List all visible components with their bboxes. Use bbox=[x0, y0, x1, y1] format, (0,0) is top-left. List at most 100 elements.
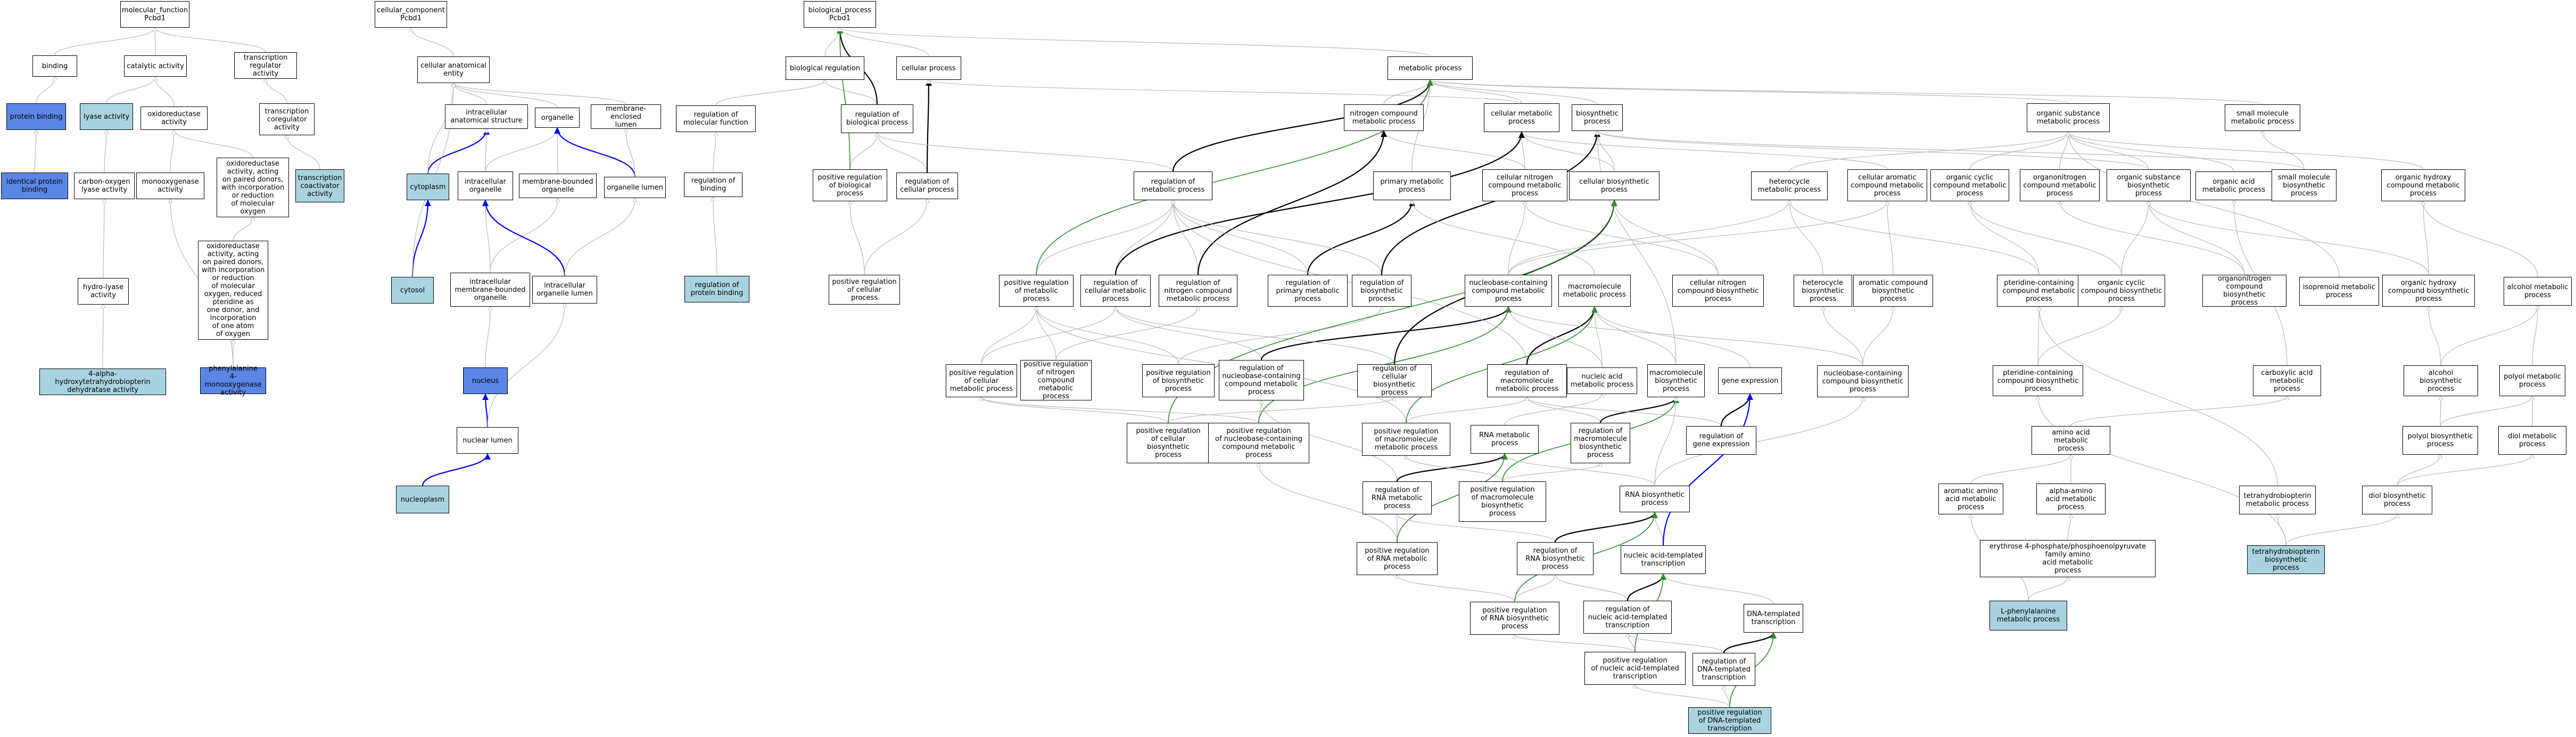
term-node-posregrnabp[interactable]: positive regulation of RNA biosynthetic … bbox=[1470, 602, 1559, 635]
term-node-cncbp[interactable]: cellular nitrogen compound biosynthetic … bbox=[1672, 275, 1764, 307]
term-node-ptermp[interactable]: pteridine-containing compound metabolic … bbox=[1997, 275, 2081, 307]
term-node-alcmp[interactable]: alcohol metabolic process bbox=[2504, 277, 2572, 306]
term-node-regmp[interactable]: regulation of metabolic process bbox=[1134, 171, 1212, 200]
term-node-alphaaa[interactable]: alpha-amino acid metabolic process bbox=[2036, 484, 2106, 514]
term-node-monoox[interactable]: monooxygenase activity bbox=[136, 173, 204, 199]
term-node-trreg[interactable]: transcription regulator activity bbox=[234, 52, 297, 79]
term-node-posregcbp[interactable]: positive regulation of cellular biosynth… bbox=[1127, 423, 1210, 463]
term-node-e4p[interactable]: erythrose 4-phosphate/phosphoenolpyruvat… bbox=[1980, 540, 2156, 577]
term-node-regbiosyn[interactable]: regulation of biosynthetic process bbox=[1352, 275, 1411, 307]
term-node-oxredpter[interactable]: oxidoreductase activity, acting on paire… bbox=[198, 241, 268, 340]
term-node-ohcbp[interactable]: organic hydroxy compound biosynthetic pr… bbox=[2382, 275, 2475, 307]
term-node-polyolbp[interactable]: polyol biosynthetic process bbox=[2402, 426, 2478, 455]
term-node-iol[interactable]: intracellular organelle lumen bbox=[532, 276, 597, 304]
term-node-trcoact[interactable]: transcription coactivator activity bbox=[295, 169, 344, 202]
term-node-posregcp[interactable]: positive regulation of cellular process bbox=[829, 275, 900, 305]
term-node-cobond[interactable]: carbon-oxygen lyase activity bbox=[74, 173, 135, 199]
term-node-aroaa[interactable]: aromatic amino acid metabolic process bbox=[1938, 484, 2003, 514]
term-node-ncmp[interactable]: nitrogen compound metabolic process bbox=[1344, 104, 1424, 131]
term-node-mel[interactable]: membrane-enclosed lumen bbox=[591, 104, 661, 129]
term-node-oxredpaired[interactable]: oxidoreductase activity, acting on paire… bbox=[217, 158, 289, 217]
term-node-binding[interactable]: binding bbox=[32, 55, 77, 77]
term-node-natt[interactable]: nucleic acid-templated transcription bbox=[1621, 545, 1706, 574]
term-node-bp[interactable]: biological_process Pcbd1 bbox=[804, 1, 876, 28]
term-node-alcbp[interactable]: alcohol biosynthetic process bbox=[2404, 365, 2478, 396]
term-node-regnatt[interactable]: regulation of nucleic acid-templated tra… bbox=[1583, 601, 1672, 634]
term-node-diolmp[interactable]: diol metabolic process bbox=[2498, 426, 2566, 455]
term-node-polyolmp[interactable]: polyol metabolic process bbox=[2499, 365, 2565, 396]
term-node-cyto[interactable]: cytoplasm bbox=[407, 174, 449, 200]
term-node-oxred[interactable]: oxidoreductase activity bbox=[141, 107, 208, 130]
term-node-regbp[interactable]: regulation of biological process bbox=[841, 104, 913, 133]
term-node-mbp[interactable]: macromolecule biosynthetic process bbox=[1647, 364, 1705, 397]
term-node-posregmp[interactable]: positive regulation of metabolic process bbox=[999, 275, 1074, 307]
term-node-diolbp[interactable]: diol biosynthetic process bbox=[2362, 486, 2432, 514]
term-node-occbp[interactable]: organic cyclic compound biosynthetic pro… bbox=[2078, 275, 2165, 307]
term-node-pmp[interactable]: primary metabolic process bbox=[1373, 171, 1451, 200]
term-node-smmp[interactable]: small molecule metabolic process bbox=[2225, 104, 2300, 131]
term-node-regcp[interactable]: regulation of cellular process bbox=[896, 173, 958, 199]
term-node-mf[interactable]: molecular_function Pcbd1 bbox=[120, 1, 189, 28]
term-node-regprotbind[interactable]: regulation of protein binding bbox=[684, 276, 749, 302]
term-node-regncmp[interactable]: regulation of nitrogen compound metaboli… bbox=[1159, 275, 1237, 307]
term-node-thbbp[interactable]: tetrahydrobiopterin biosynthetic process bbox=[2247, 545, 2325, 574]
term-node-dtt[interactable]: DNA-templated transcription bbox=[1744, 604, 1803, 633]
term-node-posregbp[interactable]: positive regulation of biological proces… bbox=[813, 169, 887, 201]
term-node-posregrnamp[interactable]: positive regulation of RNA metabolic pro… bbox=[1357, 542, 1438, 575]
term-node-hetmp[interactable]: heterocycle metabolic process bbox=[1751, 171, 1828, 200]
term-node-protbind[interactable]: protein binding bbox=[6, 103, 66, 130]
term-node-onmp[interactable]: organonitrogen compound metabolic proces… bbox=[2020, 169, 2100, 201]
term-node-regnbcmp[interactable]: regulation of nucleobase-containing comp… bbox=[1219, 360, 1304, 400]
term-node-pterbp[interactable]: pteridine-containing compound biosynthet… bbox=[1993, 365, 2083, 396]
term-node-intorg[interactable]: intracellular organelle bbox=[458, 171, 513, 200]
term-node-cat[interactable]: catalytic activity bbox=[124, 55, 187, 77]
term-node-isomp[interactable]: isoprenoid metabolic process bbox=[2299, 277, 2379, 306]
term-node-thbmp[interactable]: tetrahydrobiopterin metabolic process bbox=[2239, 486, 2316, 514]
term-node-regcbp[interactable]: regulation of cellular biosynthetic proc… bbox=[1357, 364, 1432, 397]
term-node-identprot[interactable]: identical protein binding bbox=[1, 173, 68, 199]
term-node-carbmp[interactable]: carboxylic acid metabolic process bbox=[2253, 365, 2321, 396]
term-node-regrnabp[interactable]: regulation of RNA biosynthetic process bbox=[1517, 542, 1594, 575]
term-node-metab[interactable]: metabolic process bbox=[1388, 56, 1473, 80]
term-node-nucleoplasm[interactable]: nucleoplasm bbox=[396, 486, 449, 513]
term-node-imbo[interactable]: intracellular membrane-bounded organelle bbox=[450, 273, 530, 307]
term-node-cellproc[interactable]: cellular process bbox=[896, 56, 961, 80]
term-node-acmp[interactable]: cellular aromatic compound metabolic pro… bbox=[1847, 169, 1927, 201]
term-node-trcoreg[interactable]: transcription coregulator activity bbox=[259, 103, 315, 135]
term-node-regcmp[interactable]: regulation of cellular metabolic process bbox=[1080, 275, 1151, 307]
term-node-posregdtt[interactable]: positive regulation of DNA-templated tra… bbox=[1688, 707, 1771, 734]
term-node-lyase[interactable]: lyase activity bbox=[80, 103, 133, 130]
term-node-smbp[interactable]: small molecule biosynthetic process bbox=[2272, 169, 2336, 201]
term-node-cbp[interactable]: cellular biosynthetic process bbox=[1569, 171, 1659, 200]
term-node-lphe[interactable]: L-phenylalanine metabolic process bbox=[1989, 601, 2067, 630]
term-node-mmp[interactable]: macromolecule metabolic process bbox=[1558, 275, 1631, 307]
term-node-rnabp[interactable]: RNA biosynthetic process bbox=[1620, 486, 1690, 512]
term-node-reggeneexp[interactable]: regulation of gene expression bbox=[1686, 426, 1756, 455]
term-node-cncmp[interactable]: cellular nitrogen compound metabolic pro… bbox=[1482, 169, 1567, 201]
term-node-ohcmp[interactable]: organic hydroxy compound metabolic proce… bbox=[2381, 169, 2465, 201]
term-node-osmp[interactable]: organic substance metabolic process bbox=[2027, 103, 2110, 132]
term-node-cytosol[interactable]: cytosol bbox=[391, 277, 434, 304]
term-node-namp[interactable]: nucleic acid metabolic process bbox=[1567, 367, 1637, 394]
term-node-orglumen[interactable]: organelle lumen bbox=[604, 177, 666, 198]
term-node-posregbiosyn[interactable]: positive regulation of biosynthetic proc… bbox=[1142, 364, 1215, 397]
term-node-regdtt[interactable]: regulation of DNA-templated transcriptio… bbox=[1692, 653, 1755, 686]
term-node-regmmp[interactable]: regulation of macromolecule metabolic pr… bbox=[1487, 364, 1567, 397]
term-node-regmbp[interactable]: regulation of macromolecule biosynthetic… bbox=[1571, 423, 1630, 463]
term-node-nucleus[interactable]: nucleus bbox=[463, 367, 508, 394]
term-node-onbp[interactable]: organonitrogen compound biosynthetic pro… bbox=[2202, 275, 2286, 307]
term-node-pcbd[interactable]: 4-alpha-hydroxytetrahydrobiopterin dehyd… bbox=[39, 369, 166, 395]
term-node-bioreg[interactable]: biological regulation bbox=[786, 56, 864, 80]
term-node-posregmbp[interactable]: positive regulation of macromolecule bio… bbox=[1459, 481, 1546, 522]
term-node-hetbp[interactable]: heterocycle biosynthetic process bbox=[1794, 275, 1852, 307]
term-node-ias[interactable]: intracellular anatomical structure bbox=[445, 104, 528, 129]
term-node-nbcmp[interactable]: nucleobase-containing compound metabolic… bbox=[1465, 275, 1552, 307]
term-node-cmp[interactable]: cellular metabolic process bbox=[1484, 103, 1559, 132]
term-node-occmp[interactable]: organic cyclic compound metabolic proces… bbox=[1930, 169, 2009, 201]
term-node-posregcmp[interactable]: positive regulation of cellular metaboli… bbox=[946, 364, 1017, 397]
term-node-regmf[interactable]: regulation of molecular function bbox=[676, 105, 756, 132]
term-node-biosyn[interactable]: biosynthetic process bbox=[1572, 104, 1623, 131]
term-node-acbp[interactable]: aromatic compound biosynthetic process bbox=[1853, 275, 1933, 307]
term-node-posregncmp[interactable]: positive regulation of nitrogen compound… bbox=[1020, 360, 1092, 400]
term-node-hydrolyase[interactable]: hydro-lyase activity bbox=[78, 278, 129, 305]
